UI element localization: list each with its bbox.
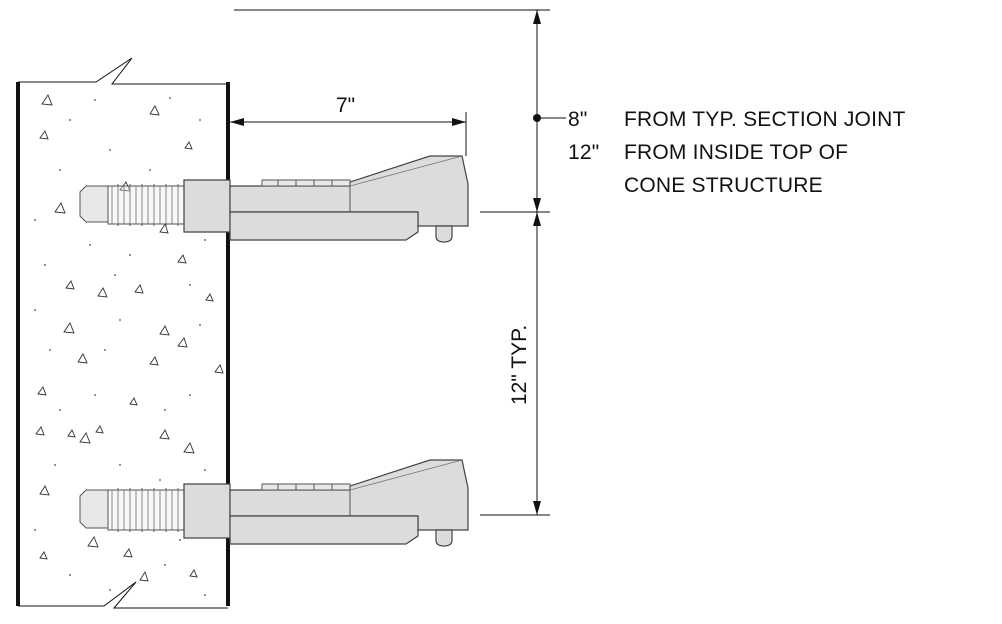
wall-bottom-break-line xyxy=(18,581,228,609)
note-text-3: CONE STRUCTURE xyxy=(624,174,823,197)
aggregate-dots xyxy=(34,97,206,596)
concrete-wall xyxy=(16,57,230,609)
dim-label-vertical: 12" TYP. xyxy=(508,325,531,405)
dimension-horizontal: 7" xyxy=(230,94,467,156)
wall-top-break-line xyxy=(18,57,228,85)
aggregate-pattern xyxy=(35,94,224,582)
dim-label-horizontal: 7" xyxy=(336,94,355,117)
note-value-1: 8" xyxy=(568,108,588,131)
dimension-vertical: 12" TYP. xyxy=(234,9,550,516)
manhole-step-lower xyxy=(79,459,469,547)
manhole-step-upper xyxy=(79,155,469,243)
note-callout: 8" FROM TYP. SECTION JOINT 12" FROM INSI… xyxy=(533,108,906,197)
note-text-2: FROM INSIDE TOP OF xyxy=(624,141,848,164)
note-value-2: 12" xyxy=(568,141,599,164)
note-text-1: FROM TYP. SECTION JOINT xyxy=(624,108,906,131)
